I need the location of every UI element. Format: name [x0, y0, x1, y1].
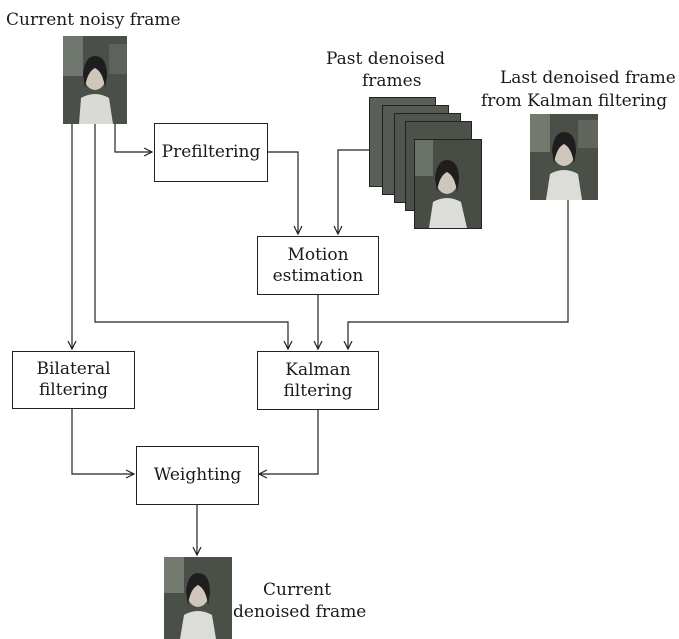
weighting-box: Weighting: [136, 446, 259, 505]
arrow-bilateral-to-weighting: [71, 409, 134, 474]
motion-estimation-label-line1: Motion: [287, 244, 349, 265]
current-denoised-label-line1: Current: [263, 580, 332, 600]
kalman-filtering-label-line2: filtering: [283, 380, 353, 401]
last-kalman-frame-image: [530, 114, 598, 200]
current-noisy-frame-label: Current noisy frame: [6, 10, 181, 30]
prefiltering-label: Prefiltering: [161, 142, 261, 162]
past-frames-label-line2: frames: [362, 71, 422, 91]
bilateral-filtering-label-line1: Bilateral: [36, 359, 111, 379]
past-frame-5: [414, 139, 482, 229]
arrow-prefiltering-to-motion: [268, 151, 298, 234]
motion-estimation-label-line2: estimation: [272, 265, 364, 286]
prefiltering-box: Prefiltering: [154, 123, 268, 182]
last-kalman-frame-label-line2: from Kalman filtering: [481, 91, 668, 111]
arrow-kalman-to-weighting: [259, 410, 319, 474]
motion-estimation-box: Motion estimation: [257, 236, 379, 295]
kalman-filtering-box: Kalman filtering: [257, 351, 379, 410]
arrow-noisy-to-kalman: [94, 124, 288, 349]
kalman-filtering-label-line1: Kalman: [285, 359, 351, 380]
current-denoised-label-line2: denoised frame: [233, 602, 367, 622]
last-kalman-frame-label-line1: Last denoised frame: [500, 68, 676, 88]
weighting-label: Weighting: [153, 465, 242, 485]
arrow-noisy-to-prefiltering: [114, 124, 152, 152]
bilateral-filtering-box: Bilateral filtering: [12, 351, 135, 409]
past-frames-label-line1: Past denoised: [326, 49, 445, 69]
current-denoised-frame-image: [164, 557, 232, 639]
bilateral-filtering-label-line2: filtering: [38, 380, 109, 400]
arrow-last-to-kalman: [348, 200, 569, 349]
arrow-past-to-motion: [338, 149, 372, 234]
current-noisy-frame-image: [63, 36, 127, 124]
